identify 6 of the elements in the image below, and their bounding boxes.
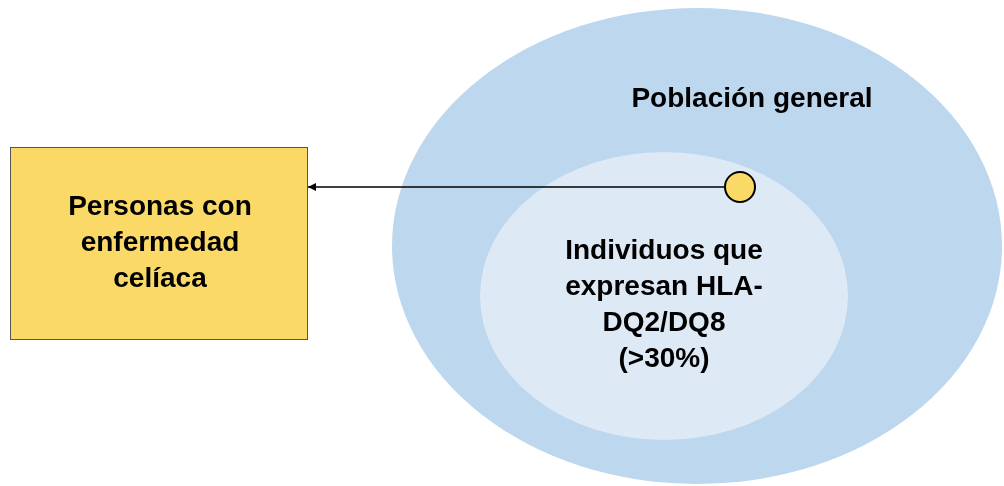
circle-marker <box>724 171 756 203</box>
node-label: Población general <box>630 81 874 115</box>
node-label: Personas con enfermedad celíaca <box>67 189 253 295</box>
node-label: Individuos que expresan HLA-DQ2/DQ8 (>30%) <box>564 233 764 375</box>
process-box <box>10 147 308 340</box>
arrow <box>307 183 725 191</box>
